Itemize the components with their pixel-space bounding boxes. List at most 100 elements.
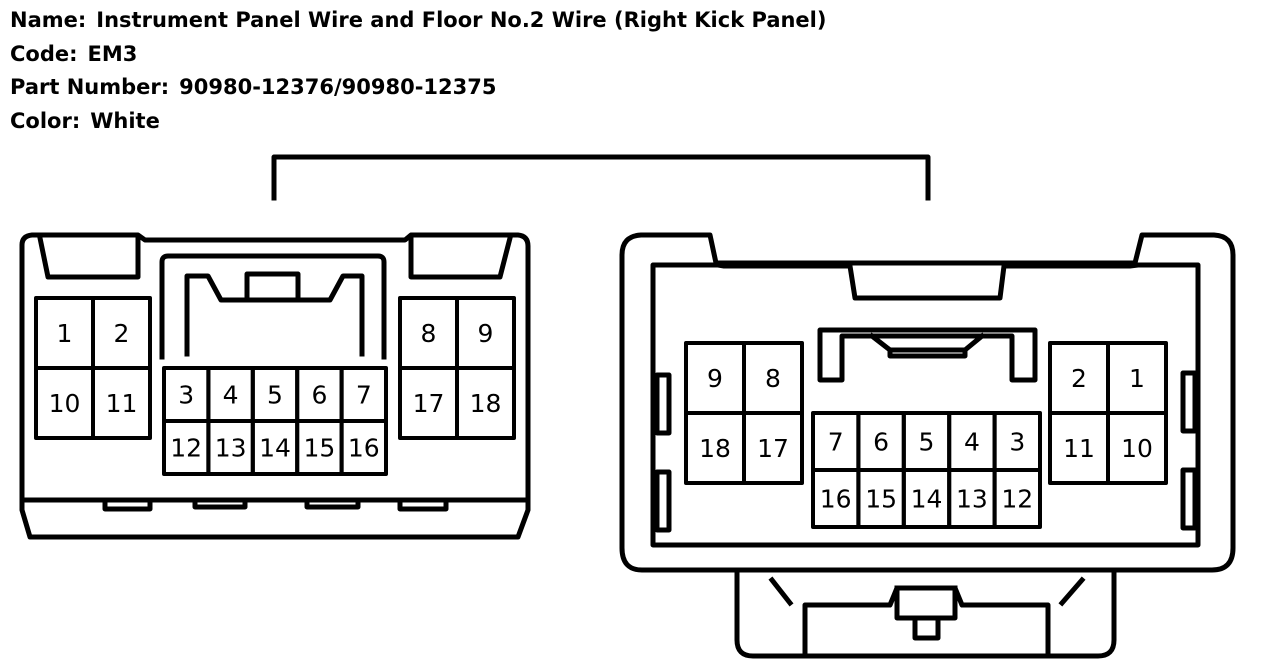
male-pin-6: 6 (295, 366, 344, 423)
female-pin-3: 3 (992, 411, 1042, 472)
female-pin-label: 11 (1063, 434, 1095, 463)
female-connector (619, 232, 1236, 659)
female-right-rib-1 (1180, 370, 1198, 434)
male-pin-cell (91, 366, 152, 440)
female-pin-15: 15 (856, 468, 906, 529)
male-pin-4: 4 (206, 366, 255, 423)
male-pin-label: 5 (267, 381, 283, 410)
male-pin-2: 2 (91, 296, 152, 370)
female-latch-tab (894, 585, 958, 621)
male-pin-label: 2 (114, 319, 130, 348)
female-latch-inner (802, 585, 1051, 659)
female-pin-cell (1106, 411, 1168, 485)
code-row: Code: EM3 (10, 38, 826, 72)
part-number-row: Part Number:90980-12376/90980-12375 (10, 71, 826, 105)
male-pin-13: 13 (206, 419, 255, 476)
female-right-rib-2 (1180, 467, 1198, 531)
male-pin-label: 15 (303, 434, 335, 463)
male-pin-label: 13 (215, 434, 247, 463)
male-lock-inner (184, 273, 365, 357)
female-pin-9: 9 (684, 341, 746, 415)
female-lock-slot (887, 347, 968, 359)
female-lower-latch (734, 569, 1117, 659)
male-pin-1: 1 (34, 296, 95, 370)
female-pin-label: 16 (820, 485, 852, 514)
female-pin-11: 11 (1048, 411, 1110, 485)
color-value: White (90, 108, 160, 133)
female-pin-6: 6 (856, 411, 906, 472)
male-pin-3: 3 (162, 366, 211, 423)
male-pin-9: 9 (455, 296, 516, 370)
male-pin-label: 7 (356, 381, 372, 410)
female-pin-label: 4 (964, 428, 980, 457)
male-pin-14: 14 (250, 419, 300, 476)
female-latch-guides (768, 576, 1086, 607)
female-lock-notch (868, 332, 986, 353)
male-guide-3 (304, 497, 361, 510)
female-pin-label: 5 (919, 428, 935, 457)
male-pin-cell (455, 366, 516, 440)
male-guide-4 (397, 497, 449, 512)
male-pin-label: 4 (223, 381, 239, 410)
female-housing-outline (619, 232, 1236, 573)
female-pin-cell (992, 468, 1042, 529)
female-pin-13: 13 (947, 468, 997, 529)
female-pin-14: 14 (901, 468, 952, 529)
female-pin-18: 18 (684, 411, 746, 485)
male-right-shoulder (408, 234, 514, 280)
female-pin-10: 10 (1106, 411, 1168, 485)
female-pin-5: 5 (901, 411, 952, 472)
name-row: Name: Instrument Panel Wire and Floor No.… (10, 4, 826, 38)
female-pin-16: 16 (811, 468, 861, 529)
female-pin-label: 14 (911, 485, 943, 514)
male-pin-7: 7 (339, 366, 389, 423)
female-pin-1: 1 (1106, 341, 1168, 415)
name-value: Instrument Panel Wire and Floor No.2 Wir… (96, 8, 827, 32)
female-lock-ridge (817, 327, 1038, 383)
male-pin-label: 10 (49, 389, 81, 418)
male-connector (19, 232, 531, 540)
male-pin-label: 16 (348, 434, 380, 463)
male-pin-label: 8 (421, 319, 437, 348)
color-row: Color: White (10, 105, 826, 139)
female-pin-12: 12 (992, 468, 1042, 529)
male-pin-label: 11 (106, 389, 138, 418)
female-pin-label: 2 (1071, 364, 1087, 393)
mating-bracket (271, 154, 931, 201)
name-label: Name: (10, 8, 87, 32)
female-left-rib-1 (654, 372, 672, 436)
male-pin-label: 1 (57, 319, 73, 348)
female-left-rib-2 (654, 469, 672, 533)
female-pin-2: 2 (1048, 341, 1110, 415)
male-pin-label: 17 (413, 389, 445, 418)
male-pin-11: 11 (91, 366, 152, 440)
male-guide-1 (102, 497, 153, 512)
male-pin-label: 18 (470, 389, 502, 418)
part-number-label: Part Number: (10, 75, 170, 99)
female-pin-label: 8 (765, 364, 781, 393)
female-pin-label: 15 (865, 485, 897, 514)
female-pin-label: 10 (1121, 434, 1153, 463)
male-pin-10: 10 (34, 366, 95, 440)
male-pin-18: 18 (455, 366, 516, 440)
female-pin-label: 12 (1001, 485, 1033, 514)
female-pin-17: 17 (742, 411, 804, 485)
female-pin-label: 9 (707, 364, 723, 393)
male-pin-17: 17 (398, 366, 459, 440)
male-lock-frame (159, 253, 387, 360)
male-housing-outline (19, 232, 531, 540)
color-label: Color: (10, 108, 81, 133)
male-pin-cell (339, 419, 389, 476)
code-label: Code: (10, 41, 78, 66)
code-value: EM3 (87, 41, 138, 66)
male-pin-16: 16 (339, 419, 389, 476)
male-pin-8: 8 (398, 296, 459, 370)
male-left-shoulder (37, 235, 141, 280)
female-pin-label: 17 (757, 434, 789, 463)
female-pin-label: 18 (699, 434, 731, 463)
male-pin-label: 6 (311, 381, 327, 410)
male-pin-label: 9 (478, 319, 494, 348)
female-pin-label: 6 (873, 428, 889, 457)
